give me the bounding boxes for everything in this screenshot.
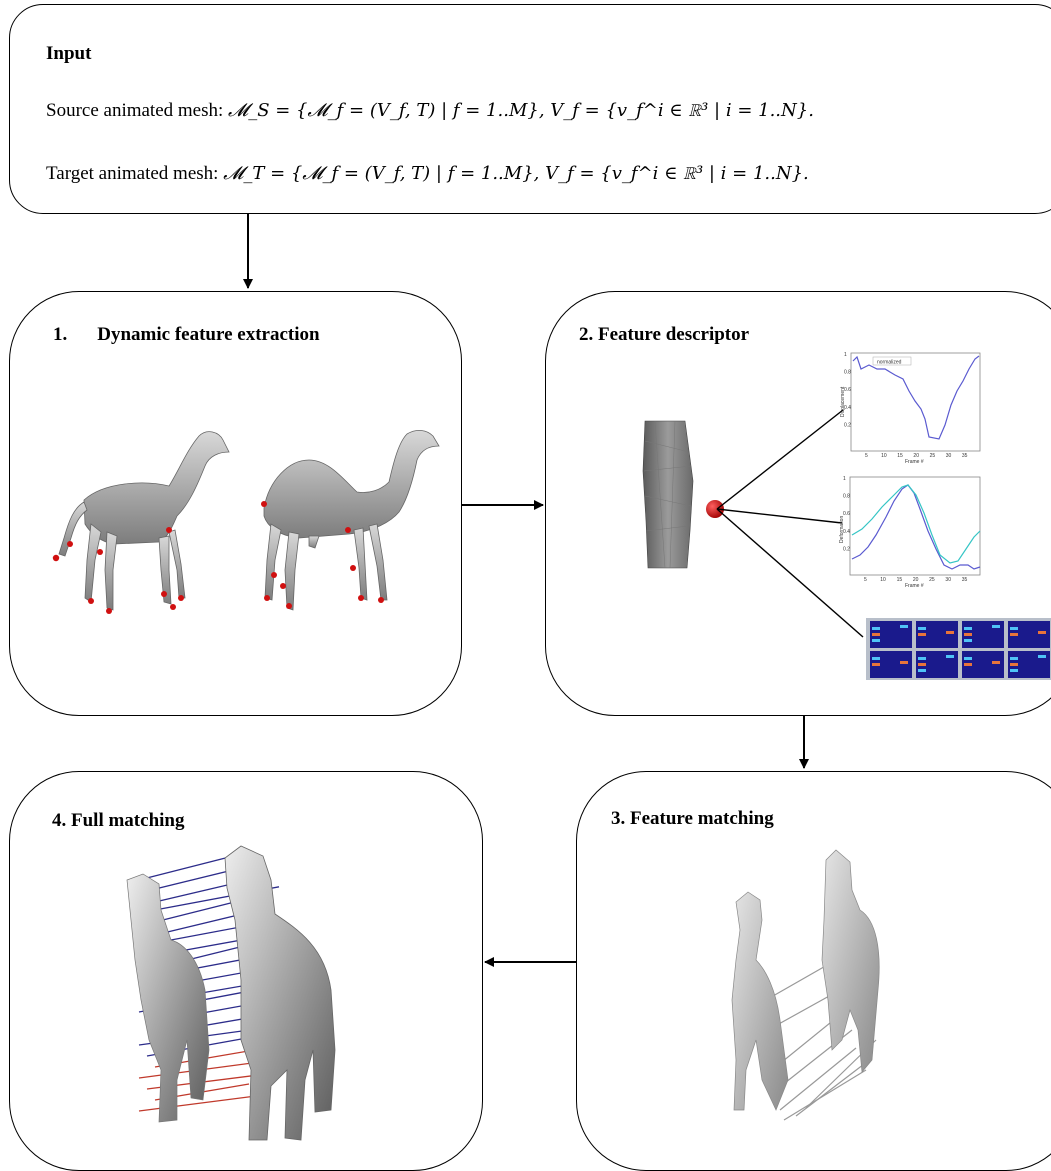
x-tick-label: 25 — [930, 453, 936, 459]
heatmap-spot — [900, 625, 908, 628]
x-tick-label: 15 — [897, 577, 903, 583]
heatmap-spot — [946, 655, 954, 658]
step1-illustration — [9, 420, 462, 720]
x-tick-label: 35 — [962, 577, 968, 583]
heatmap-spot — [992, 661, 1000, 664]
y-tick-label: 0.6 — [843, 511, 850, 517]
heatmap-spot — [1038, 655, 1046, 658]
descriptor-heatmaps — [866, 618, 1051, 680]
heatmap-spot — [918, 669, 926, 672]
heatmap-spot — [1010, 663, 1018, 666]
heatmap-spot — [872, 633, 880, 636]
horse-back-mesh — [822, 850, 879, 1072]
heatmap-spot — [964, 639, 972, 642]
camel-front-mesh — [732, 892, 788, 1110]
y-tick-label: 0.8 — [843, 494, 850, 500]
horse-large-mesh — [225, 846, 335, 1140]
heatmap-spot — [964, 663, 972, 666]
camel-mesh — [264, 430, 439, 610]
heatmap-spot — [872, 639, 880, 642]
x-tick-label: 25 — [929, 577, 935, 583]
heatmap-spot — [872, 657, 880, 660]
heatmap-spot — [1010, 633, 1018, 636]
y-tick-label: 1 — [843, 476, 846, 482]
heatmap-spot — [900, 661, 908, 664]
heatmap-spot — [964, 627, 972, 630]
heatmap-spot — [918, 663, 926, 666]
heatmap-spot — [1010, 627, 1018, 630]
heatmap-spot — [1010, 669, 1018, 672]
y-tick-label: 0.8 — [844, 370, 851, 376]
y-tick-label: 0.2 — [844, 422, 851, 428]
y-tick-label: 0.4 — [844, 405, 851, 411]
x-tick-label: 5 — [864, 577, 867, 583]
leg-mesh-fragment — [643, 421, 693, 568]
x-tick-label: 20 — [913, 453, 919, 459]
x-tick-label: 35 — [962, 453, 968, 459]
x-tick-label: 10 — [881, 453, 887, 459]
y-tick-label: 0.2 — [843, 546, 850, 552]
heatmap-spot — [964, 633, 972, 636]
horse-mesh — [59, 432, 229, 610]
heatmap-spot — [872, 663, 880, 666]
step4-illustration — [9, 840, 483, 1160]
heatmap-spot — [1038, 631, 1046, 634]
y-tick-label: 0.6 — [844, 387, 851, 393]
x-tick-label: 5 — [865, 453, 868, 459]
heatmap-spot — [918, 633, 926, 636]
x-tick-label: 30 — [946, 453, 952, 459]
legend-text: normalized — [877, 360, 902, 366]
heatmap-spot — [1010, 657, 1018, 660]
heatmap-spot — [946, 631, 954, 634]
heatmap-spot — [918, 627, 926, 630]
heatmap-spot — [918, 657, 926, 660]
x-tick-label: 30 — [945, 577, 951, 583]
p1-xlabel: Frame # — [905, 459, 924, 465]
y-tick-label: 1 — [844, 352, 847, 358]
step3-illustration — [576, 840, 1051, 1140]
heatmap-spot — [872, 627, 880, 630]
p2-xlabel: Frame # — [905, 583, 924, 589]
x-tick-label: 20 — [913, 577, 919, 583]
x-tick-label: 15 — [897, 453, 903, 459]
heatmap-spot — [964, 657, 972, 660]
heatmap-spot — [992, 625, 1000, 628]
y-tick-label: 0.4 — [843, 529, 850, 535]
x-tick-label: 10 — [880, 577, 886, 583]
